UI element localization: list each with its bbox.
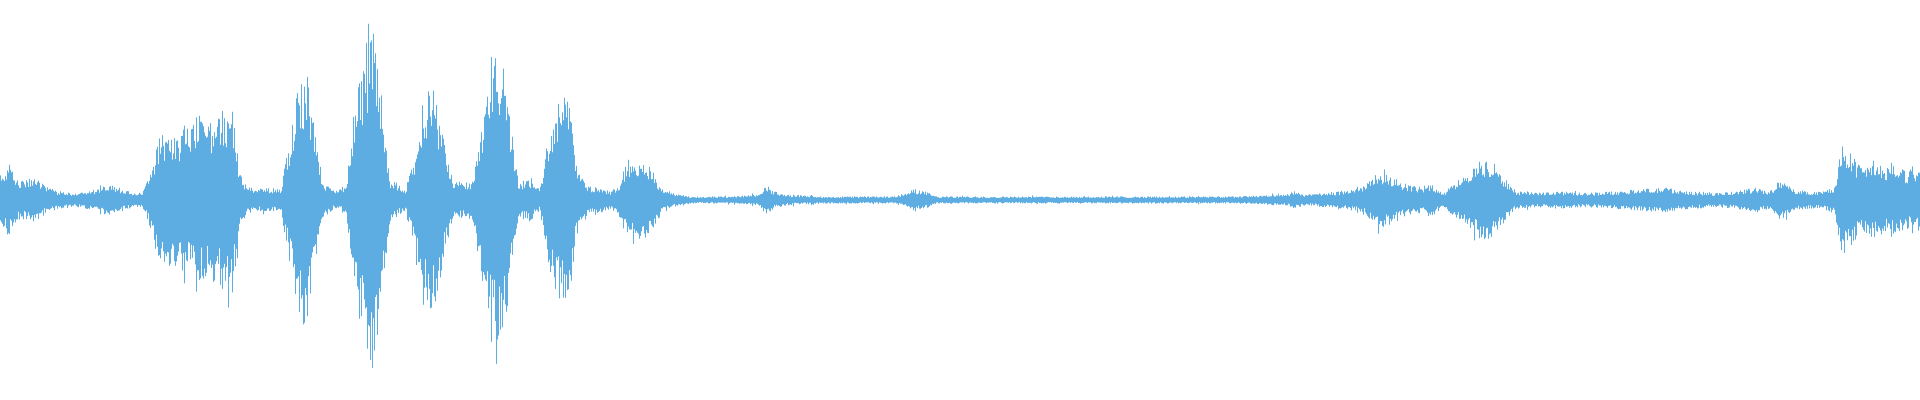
waveform-trace [0,23,1920,368]
